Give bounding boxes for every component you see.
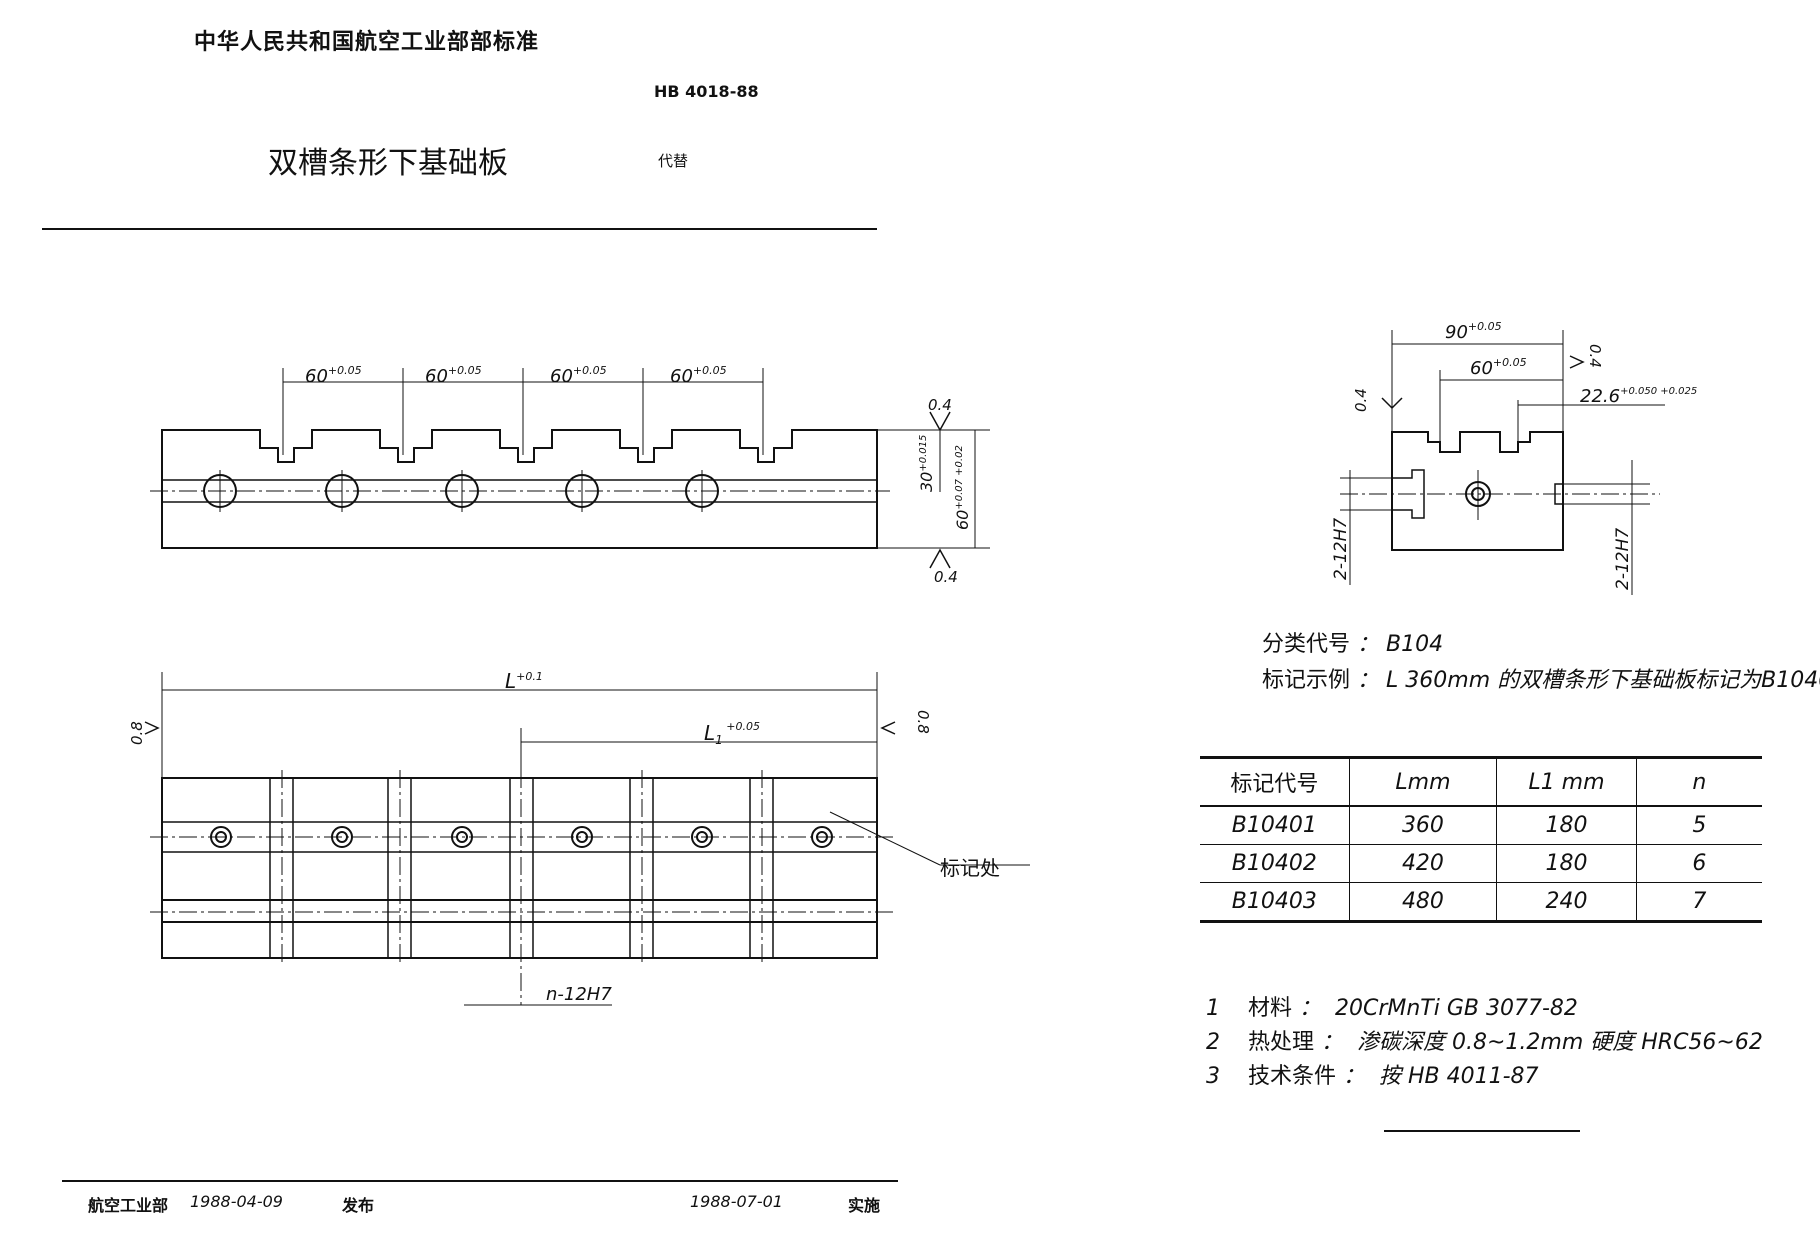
pitch-dim-4: 60+0.05	[670, 364, 727, 387]
cell-n: 5	[1692, 813, 1707, 838]
header-mark-code: 标记代号	[1200, 757, 1350, 806]
roughness-left: 0.8	[128, 721, 146, 745]
end-hole-right: 2-12H7	[1613, 528, 1633, 590]
note-1: 1 材料 ： 20CrMnTi GB 3077-82	[1206, 996, 1578, 1021]
end-rule	[1384, 1130, 1580, 1132]
end-hole-left: 2-12H7	[1331, 518, 1351, 580]
footer-issue-date: 1988-04-09	[190, 1192, 283, 1211]
note-label: 材料	[1247, 996, 1292, 1021]
cell-n: 7	[1692, 889, 1707, 914]
hole-label: n-12H7	[546, 984, 612, 1005]
spec-table: 标记代号 Lmm L1 mm n B10401 360 180 5 B10402…	[1200, 756, 1762, 923]
l1-dim: L1 +0.05	[704, 720, 760, 747]
front-body	[161, 429, 878, 549]
footer-effective-date: 1988-07-01	[690, 1192, 783, 1211]
note-text: 20CrMnTi GB 3077-82	[1334, 996, 1578, 1021]
example-text: L 360mm 的双槽条形下基础板标记为B10401	[1386, 668, 1820, 693]
note-number: 1	[1206, 996, 1220, 1021]
footer-issuer: 航空工业部	[88, 1196, 169, 1215]
table-row: B10402 420 180 6	[1200, 844, 1762, 883]
end-roughness-right: 0.4	[1586, 344, 1604, 368]
height-dim: 60+0.07 +0.02	[953, 445, 972, 530]
cell-code: B10402	[1200, 844, 1350, 883]
cell-l: 480	[1349, 882, 1498, 922]
pitch-dim-2: 60+0.05	[425, 364, 482, 387]
classification-value: B104	[1386, 632, 1444, 657]
roughness-right: 0.8	[914, 710, 932, 734]
note-label: 技术条件	[1247, 1064, 1336, 1089]
cell-l1: 240	[1496, 882, 1637, 922]
note-text: 按 HB 4011-87	[1378, 1064, 1539, 1089]
pitch-dim-1: 60+0.05	[305, 364, 362, 387]
cell-code: B10403	[1200, 882, 1350, 922]
table-header-row: 标记代号 Lmm L1 mm n	[1200, 757, 1762, 806]
table-row: B10403 480 240 7	[1200, 882, 1762, 922]
org-title: 中华人民共和国航空工业部部标准	[194, 30, 540, 55]
example-line: 标记示例 ： L 360mm 的双槽条形下基础板标记为B10401	[1262, 662, 1820, 694]
table-row: B10401 360 180 5	[1200, 806, 1762, 845]
standard-code: HB 4018-88	[654, 82, 759, 101]
footer-rule	[62, 1180, 898, 1182]
note-number: 3	[1206, 1064, 1220, 1089]
part-title: 双槽条形下基础板	[268, 146, 508, 181]
header-n: n	[1692, 769, 1707, 795]
length-dim: L+0.1	[505, 669, 543, 693]
classification-line: 分类代号 ： B104	[1262, 632, 1444, 657]
cell-l: 360	[1349, 806, 1498, 845]
end-offset-dim: 22.6+0.050 +0.025	[1580, 386, 1697, 407]
note-label: 热处理	[1247, 1030, 1314, 1055]
cell-n: 6	[1692, 851, 1707, 876]
roughness-bottom: 0.4	[934, 568, 958, 586]
end-width-dim: 90+0.05	[1445, 320, 1502, 343]
plan-view	[144, 672, 1030, 1006]
cell-l1: 180	[1496, 844, 1637, 883]
end-view	[1340, 330, 1665, 595]
front-view	[150, 368, 990, 569]
pitch-dim-3: 60+0.05	[550, 364, 607, 387]
cell-l1: 180	[1496, 806, 1637, 845]
end-roughness-left: 0.4	[1352, 388, 1370, 412]
roughness-top: 0.4	[928, 396, 952, 414]
cell-l: 420	[1349, 844, 1498, 883]
header-l1: L1 mm	[1496, 757, 1637, 806]
header-l: Lmm	[1349, 757, 1498, 806]
footer-effective-label: 实施	[848, 1196, 881, 1215]
note-2: 2 热处理 ： 渗碳深度 0.8~1.2mm 硬度 HRC56~62	[1206, 1030, 1763, 1055]
example-label: 标记示例	[1262, 668, 1351, 693]
marking-label: 标记处	[940, 856, 1000, 880]
cell-code: B10401	[1200, 806, 1350, 845]
footer-issue-label: 发布	[342, 1196, 375, 1215]
note-3: 3 技术条件 ： 按 HB 4011-87	[1206, 1064, 1539, 1089]
classification-label: 分类代号	[1262, 632, 1351, 657]
note-text: 渗碳深度 0.8~1.2mm 硬度 HRC56~62	[1356, 1030, 1763, 1055]
note-number: 2	[1206, 1030, 1220, 1055]
header-rule	[42, 228, 877, 230]
replaces-label: 代替	[658, 152, 689, 170]
slot-depth-dim: 30+0.015	[917, 435, 936, 492]
end-slot-dim: 60+0.05	[1470, 356, 1527, 379]
